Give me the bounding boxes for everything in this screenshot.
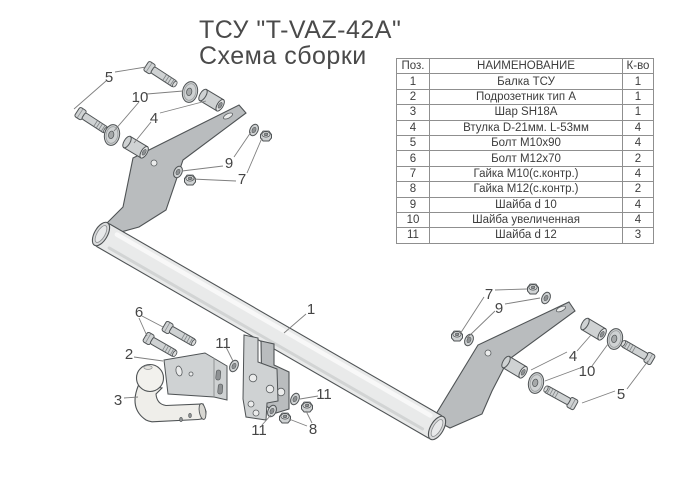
bolt-m10x90 (142, 60, 180, 91)
center-bracket-part (242, 334, 290, 421)
cell-name: Подрозетник тип А (429, 88, 623, 106)
cell-name: Втулка D-21мм. L-53мм (429, 119, 623, 136)
socket-plate-part (163, 352, 228, 401)
cell-qty: 1 (622, 104, 654, 121)
callout-label: 7 (485, 286, 493, 303)
parts-table: Поз. НАИМЕНОВАНИЕ К-во 1 Балка ТСУ 1 2 П… (396, 57, 654, 244)
callout-label: 10 (579, 363, 596, 380)
callout-label: 11 (251, 422, 267, 439)
bolt-m10x90 (618, 337, 657, 366)
cell-name: Болт М10х90 (429, 134, 623, 152)
callout-label: 11 (215, 335, 231, 352)
bushing-part (499, 354, 530, 380)
title-line-1: ТСУ "T-VAZ-42A" (199, 16, 402, 44)
cell-pos: 2 (396, 88, 430, 106)
nut-m10 (527, 283, 539, 295)
table-row: 8 Гайка М12(с.контр.) 2 (396, 181, 654, 198)
cell-name: Шар SH18A (429, 104, 623, 121)
cell-pos: 1 (396, 73, 430, 90)
callout-label: 5 (105, 69, 113, 86)
washer-d10 (462, 332, 476, 348)
title-line-2: Схема сборки (199, 42, 367, 70)
cell-qty: 4 (622, 134, 654, 152)
table-row: 6 Болт М12х70 2 (396, 150, 654, 167)
big-washer-part (525, 370, 547, 396)
callout-label: 7 (238, 171, 246, 188)
callout-leader-lines (73, 66, 649, 427)
nut-m10 (184, 174, 196, 186)
bushing-part (578, 316, 609, 342)
bushing-part (120, 134, 151, 160)
bolt-m10x90 (541, 382, 580, 411)
callout-label: 5 (617, 386, 625, 403)
table-row: 1 Балка ТСУ 1 (396, 73, 654, 90)
callout-label: 8 (309, 421, 317, 438)
cell-qty: 3 (622, 227, 654, 244)
nut-m12 (301, 401, 313, 413)
cell-name: Болт М12х70 (429, 150, 623, 167)
cell-qty: 1 (622, 73, 654, 90)
cell-qty: 1 (622, 88, 654, 106)
callout-label: 2 (125, 346, 133, 363)
table-row: 3 Шар SH18A 1 (396, 104, 654, 121)
cell-qty: 4 (622, 211, 654, 229)
washer-d10 (539, 290, 553, 306)
washer-d12 (288, 391, 302, 407)
bushing-part (196, 87, 227, 113)
bolt-m12x70 (141, 331, 180, 360)
cell-name: Балка ТСУ (429, 73, 623, 90)
callout-label: 11 (316, 386, 332, 403)
callout-label: 9 (495, 300, 503, 317)
table-row: 4 Втулка D-21мм. L-53мм 4 (396, 119, 654, 136)
table-row: 11 Шайба d 12 3 (396, 227, 654, 244)
washer-d10 (247, 122, 261, 138)
callout-labels: 5 10 4 9 7 1 6 2 11 3 11 8 11 7 9 4 10 5 (105, 69, 625, 439)
big-washer-part (179, 79, 201, 105)
cell-pos: 11 (396, 227, 430, 244)
col-header-pos: Поз. (396, 57, 430, 75)
table-row: 2 Подрозетник тип А 1 (396, 88, 654, 106)
callout-label: 1 (307, 301, 315, 318)
table-row: 5 Болт М10х90 4 (396, 134, 654, 152)
callout-label: 6 (135, 304, 143, 321)
beam-part (91, 221, 447, 441)
tow-ball-part (134, 363, 207, 423)
callout-label: 4 (150, 110, 158, 127)
cell-name: Шайба увеличенная (429, 211, 623, 229)
callout-label: 10 (132, 89, 149, 106)
callout-label: 3 (114, 392, 122, 409)
washer-d12 (227, 358, 241, 374)
col-header-qty: К-во (622, 57, 654, 75)
nut-m10 (260, 130, 272, 142)
bolt-m12x70 (160, 320, 199, 349)
nut-m12 (279, 412, 291, 424)
callout-label: 4 (569, 348, 577, 365)
big-washer-part (604, 326, 626, 352)
callout-label: 9 (225, 155, 233, 172)
page-title: ТСУ "T-VAZ-42A" Схема сборки (199, 17, 401, 69)
table-row: 10 Шайба увеличенная 4 (396, 211, 654, 229)
table-header-row: Поз. НАИМЕНОВАНИЕ К-во (396, 57, 654, 75)
